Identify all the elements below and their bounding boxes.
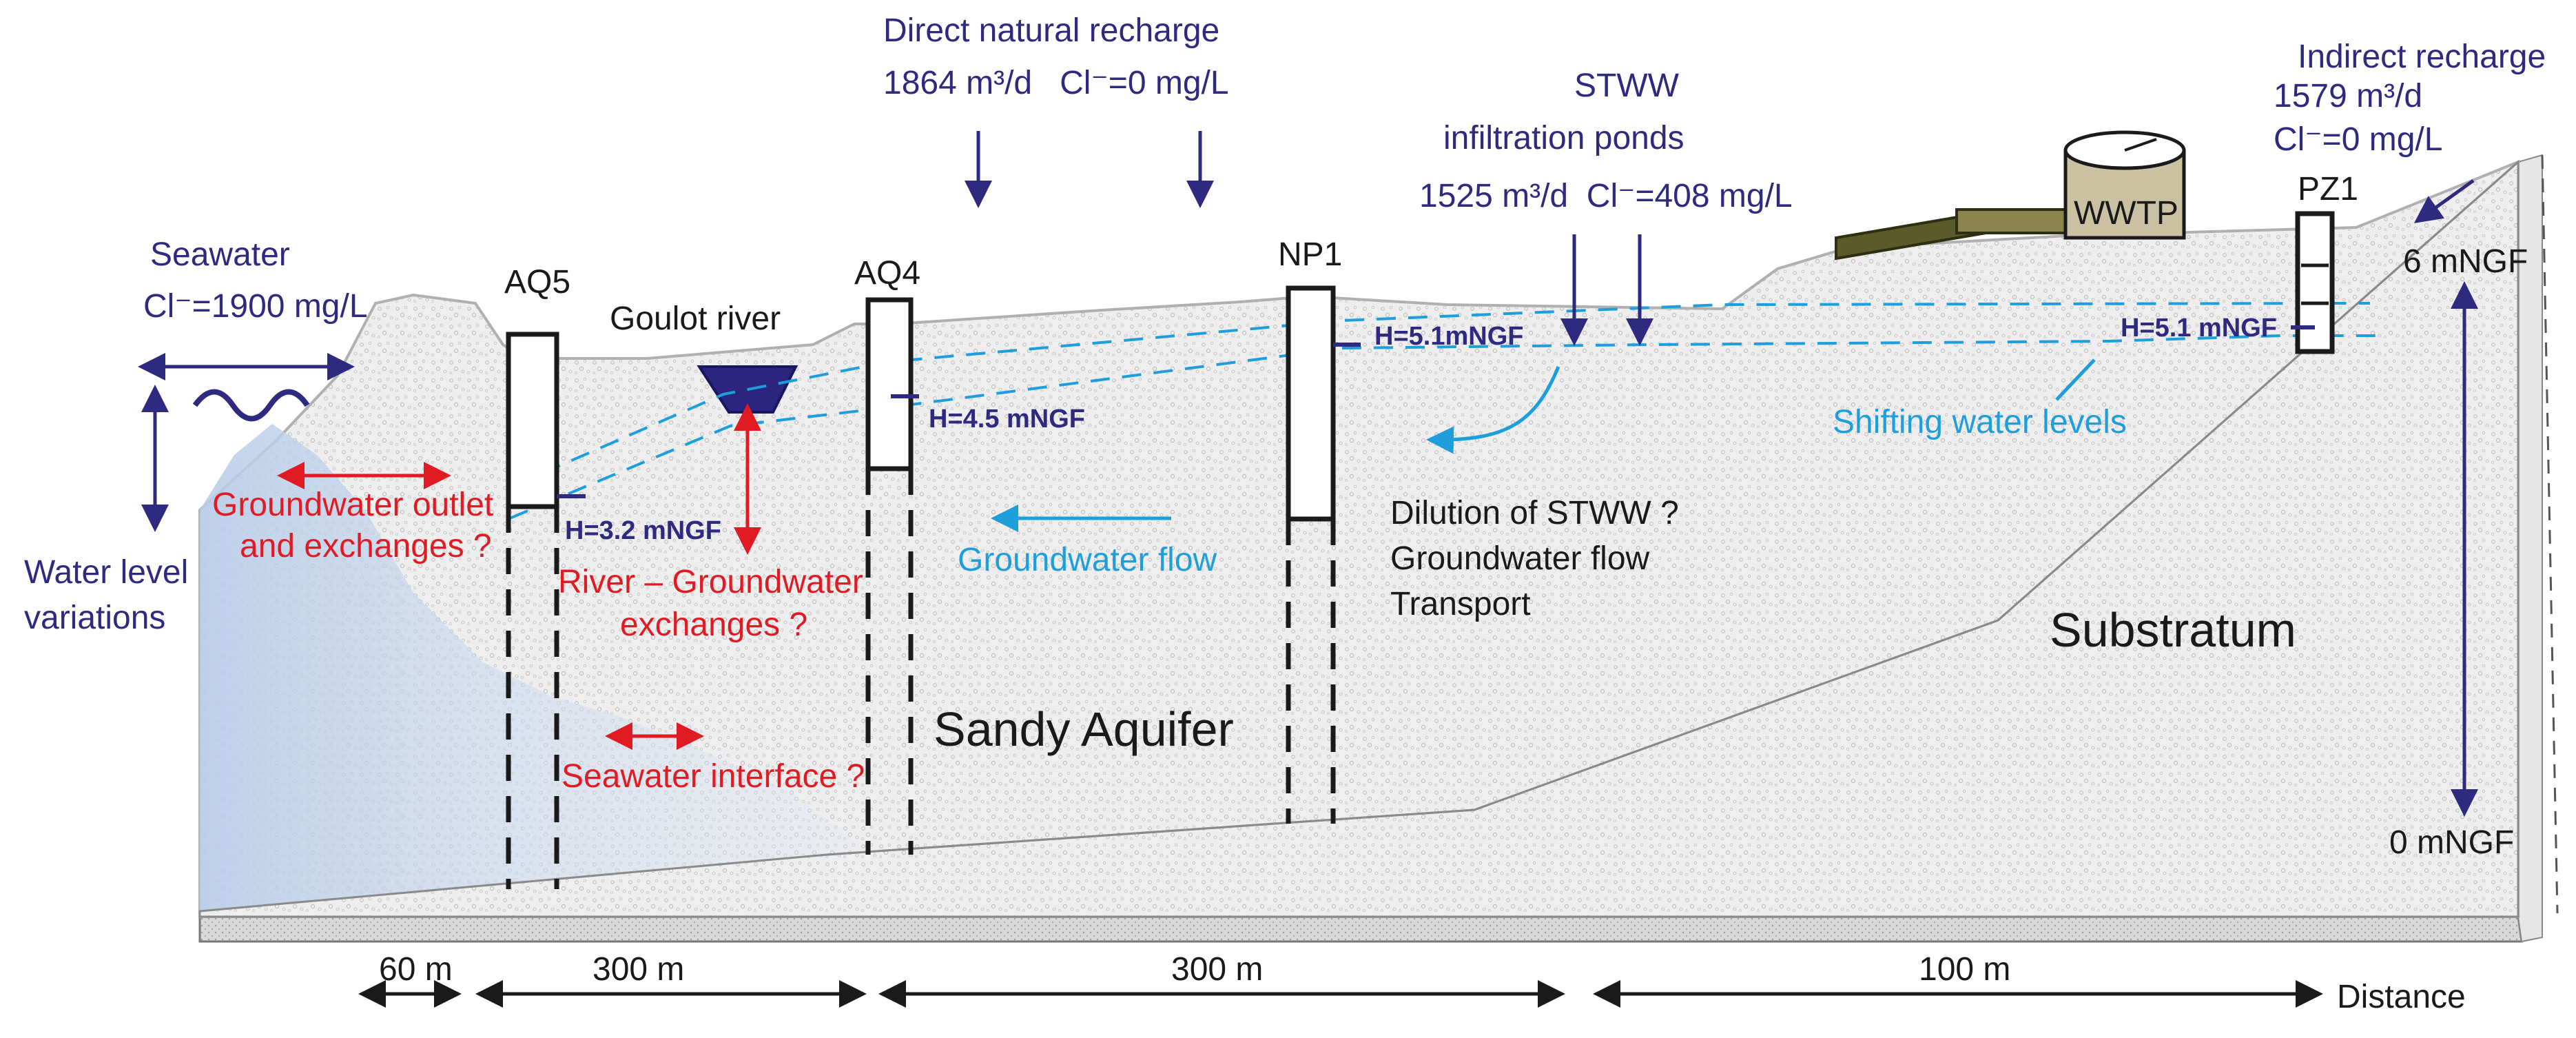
dilution-label-3: Transport — [1390, 586, 1531, 622]
indirect-recharge-title: Indirect recharge — [2298, 39, 2546, 75]
water-level-label-2: variations — [24, 600, 165, 636]
wwtp-label: WWTP — [2074, 195, 2178, 232]
river-gw-label-1: River – Groundwater — [558, 564, 863, 600]
head-aq5-label: H=3.2 mNGF — [565, 516, 721, 545]
indirect-recharge-cl: Cl⁻=0 mg/L — [2274, 121, 2442, 158]
sandy-aquifer-label: Sandy Aquifer — [934, 702, 1234, 756]
well-label-aq4: AQ4 — [854, 255, 920, 292]
seawater-wedge — [200, 424, 861, 917]
groundwater-flow-label: Groundwater flow — [958, 542, 1217, 578]
well-aq5 — [506, 332, 586, 889]
distance-60-label: 60 m — [379, 951, 453, 988]
indirect-recharge-flow: 1579 m³/d — [2274, 78, 2422, 114]
well-aq4 — [865, 297, 919, 855]
stww-title: STWW — [1574, 68, 1680, 104]
gw-outlet-label-2: and exchanges ? — [240, 528, 492, 564]
direct-recharge-title: Direct natural recharge — [883, 12, 1219, 49]
well-label-pz1: PZ1 — [2298, 171, 2358, 207]
well-pz1 — [2291, 211, 2335, 354]
head-np1-label: H=5.1mNGF — [1374, 322, 1523, 351]
distance-300b-label: 300 m — [1171, 951, 1263, 988]
distance-100-label: 100 m — [1919, 951, 2010, 988]
distance-axis-label: Distance — [2337, 979, 2466, 1015]
substratum-label: Substratum — [2050, 603, 2296, 657]
gw-outlet-label-1: Groundwater outlet — [212, 487, 493, 523]
distance-300a-label: 300 m — [593, 951, 684, 988]
dilution-label-2: Groundwater flow — [1390, 540, 1650, 577]
base-slab — [198, 154, 2559, 943]
ngf-0-label: 0 mNGF — [2389, 824, 2514, 861]
dilution-label-1: Dilution of STWW ? — [1390, 495, 1679, 531]
red-arrows — [277, 403, 761, 750]
wwtp-structure — [1835, 130, 2186, 261]
well-np1 — [1286, 285, 1361, 824]
water-level-label-1: Water level — [24, 554, 188, 591]
shifting-levels-label: Shifting water levels — [1833, 404, 2127, 440]
head-pz1-label: H=5.1 mNGF — [2121, 314, 2277, 343]
cyan-arrows — [991, 358, 2096, 532]
well-label-np1: NP1 — [1278, 236, 1342, 273]
goulot-river-label: Goulot river — [610, 301, 781, 337]
stww-values: 1525 m³/d Cl⁻=408 mg/L — [1419, 178, 1793, 214]
navy-arrows — [138, 131, 2478, 817]
river-gw-label-2: exchanges ? — [620, 607, 807, 643]
seawater-interface-label: Seawater interface ? — [561, 758, 865, 795]
ngf-6-label: 6 mNGF — [2403, 243, 2528, 280]
head-aq4-label: H=4.5 mNGF — [929, 405, 1085, 434]
stww-subtitle: infiltration ponds — [1443, 120, 1684, 156]
direct-recharge-values: 1864 m³/d Cl⁻=0 mg/L — [883, 65, 1229, 101]
seawater-label: Seawater — [150, 236, 290, 273]
well-label-aq5: AQ5 — [504, 264, 570, 301]
seawater-cl-label: Cl⁻=1900 mg/L — [143, 288, 368, 325]
